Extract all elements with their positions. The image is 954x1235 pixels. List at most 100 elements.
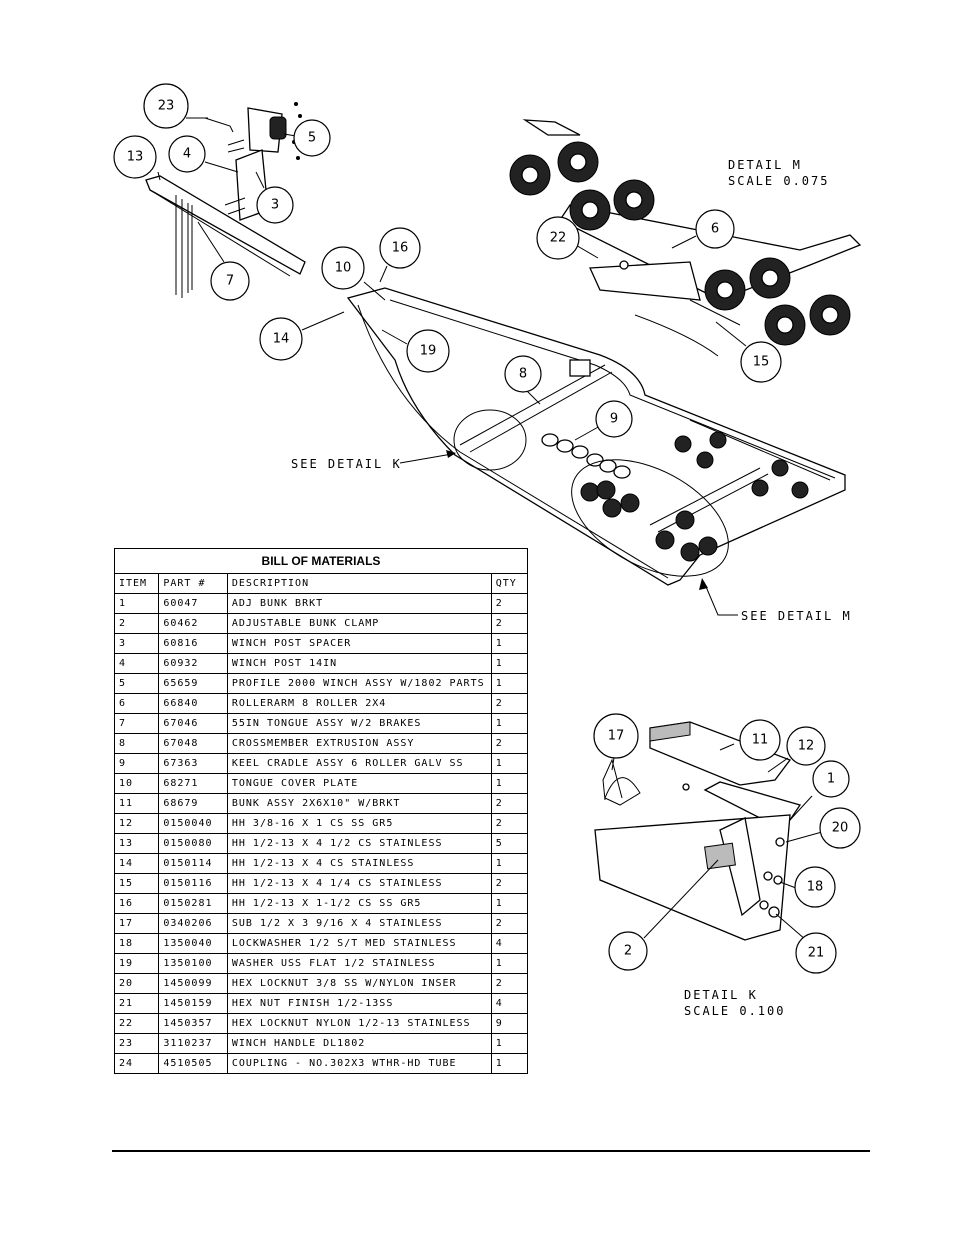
bom-cell-description: HH 3/8-16 X 1 CS SS GR5 (226, 813, 492, 834)
footer-rule (112, 1150, 870, 1152)
bom-cell-item: 12 (113, 813, 160, 834)
bom-cell-item: 15 (113, 873, 160, 894)
bom-cell-item: 7 (113, 713, 160, 734)
svg-text:23: 23 (158, 99, 175, 114)
bom-cell-part: 65659 (158, 673, 228, 694)
bom-cell-qty: 2 (490, 913, 529, 934)
bom-cell-item: 4 (113, 653, 160, 674)
see-detail-m-arrowhead (699, 578, 708, 590)
bom-cell-item: 20 (113, 973, 160, 994)
svg-text:1: 1 (827, 772, 835, 787)
bom-cell-qty: 2 (490, 793, 529, 814)
callout-10: 10 (321, 246, 365, 290)
bom-cell-qty: 1 (490, 1033, 529, 1054)
bom-cell-item: 1 (113, 593, 160, 614)
callout-21: 21 (795, 932, 837, 974)
bom-cell-item: 13 (113, 833, 160, 854)
bom-cell-part: 0150281 (158, 893, 228, 914)
callout-19: 19 (406, 329, 450, 373)
svg-text:2: 2 (624, 944, 632, 959)
bom-cell-qty: 5 (490, 833, 529, 854)
callout-4: 4 (168, 135, 206, 173)
detail-m-scale: SCALE 0.075 (728, 174, 829, 188)
bom-cell-item: 6 (113, 693, 160, 714)
bom-cell-item: 19 (113, 953, 160, 974)
callout-22: 22 (536, 216, 580, 260)
bom-cell-qty: 1 (490, 853, 529, 874)
callout-17: 17 (593, 713, 639, 759)
bom-cell-qty: 2 (490, 873, 529, 894)
bom-cell-item: 3 (113, 633, 160, 654)
bom-cell-qty: 9 (490, 1013, 529, 1034)
bom-cell-description: WINCH POST 14IN (226, 653, 492, 674)
detail-k-bunk (594, 721, 802, 941)
bom-cell-part: 0340206 (158, 913, 228, 934)
callout-7: 7 (210, 261, 250, 301)
bom-cell-description: BUNK ASSY 2X6X10" W/BRKT (226, 793, 492, 814)
bom-cell-qty: 1 (490, 753, 529, 774)
bom-cell-description: TONGUE COVER PLATE (226, 773, 492, 794)
keel-cradle-rollers (541, 433, 631, 479)
winch-assembly (204, 102, 302, 221)
detail-m-rollerarm (509, 119, 862, 357)
see-detail-m-arrow (703, 581, 738, 616)
bom-cell-description: ROLLERARM 8 ROLLER 2X4 (226, 693, 492, 714)
detail-k-title: DETAIL K (684, 988, 758, 1002)
bom-cell-description: HEX LOCKNUT 3/8 SS W/NYLON INSER (226, 973, 492, 994)
bom-cell-part: 67048 (158, 733, 228, 754)
bom-cell-part: 60047 (158, 593, 228, 614)
see-detail-k-arrow (399, 453, 453, 464)
bom-cell-part: 0150040 (158, 813, 228, 834)
svg-text:10: 10 (335, 261, 352, 276)
callout-15: 15 (740, 341, 782, 383)
bill-of-materials-table: BILL OF MATERIALS ITEM PART # DESCRIPTIO… (113, 548, 529, 1074)
roller-group-detail-m (571, 431, 809, 577)
bom-cell-qty: 1 (490, 953, 529, 974)
bom-cell-item: 16 (113, 893, 160, 914)
bom-cell-part: 0150080 (158, 833, 228, 854)
svg-text:22: 22 (550, 231, 567, 246)
svg-text:15: 15 (753, 355, 770, 370)
bom-cell-description: CROSSMEMBER EXTRUSION ASSY (226, 733, 492, 754)
bom-cell-item: 2 (113, 613, 160, 634)
bom-cell-description: HH 1/2-13 X 4 CS STAINLESS (226, 853, 492, 874)
bom-cell-item: 24 (113, 1053, 160, 1074)
bom-cell-qty: 4 (490, 933, 529, 954)
svg-text:9: 9 (610, 412, 618, 427)
bom-cell-item: 5 (113, 673, 160, 694)
see-detail-k-note: SEE DETAIL K (291, 457, 402, 471)
bom-cell-item: 22 (113, 1013, 160, 1034)
bom-cell-part: 66840 (158, 693, 228, 714)
svg-text:7: 7 (226, 274, 234, 289)
svg-text:21: 21 (808, 946, 825, 961)
callout-8: 8 (504, 355, 542, 393)
bom-cell-description: ADJ BUNK BRKT (226, 593, 492, 614)
bom-cell-qty: 2 (490, 973, 529, 994)
svg-text:17: 17 (608, 729, 625, 744)
bom-cell-description: WASHER USS FLAT 1/2 STAINLESS (226, 953, 492, 974)
bom-cell-part: 4510505 (158, 1053, 228, 1074)
bom-cell-description: ADJUSTABLE BUNK CLAMP (226, 613, 492, 634)
svg-text:6: 6 (711, 222, 719, 237)
detail-k-circle (453, 409, 527, 471)
bom-cell-description: HEX NUT FINISH 1/2-13SS (226, 993, 492, 1014)
callout-14: 14 (259, 317, 303, 361)
bom-cell-qty: 2 (490, 733, 529, 754)
bom-cell-item: 8 (113, 733, 160, 754)
bom-cell-part: 60816 (158, 633, 228, 654)
